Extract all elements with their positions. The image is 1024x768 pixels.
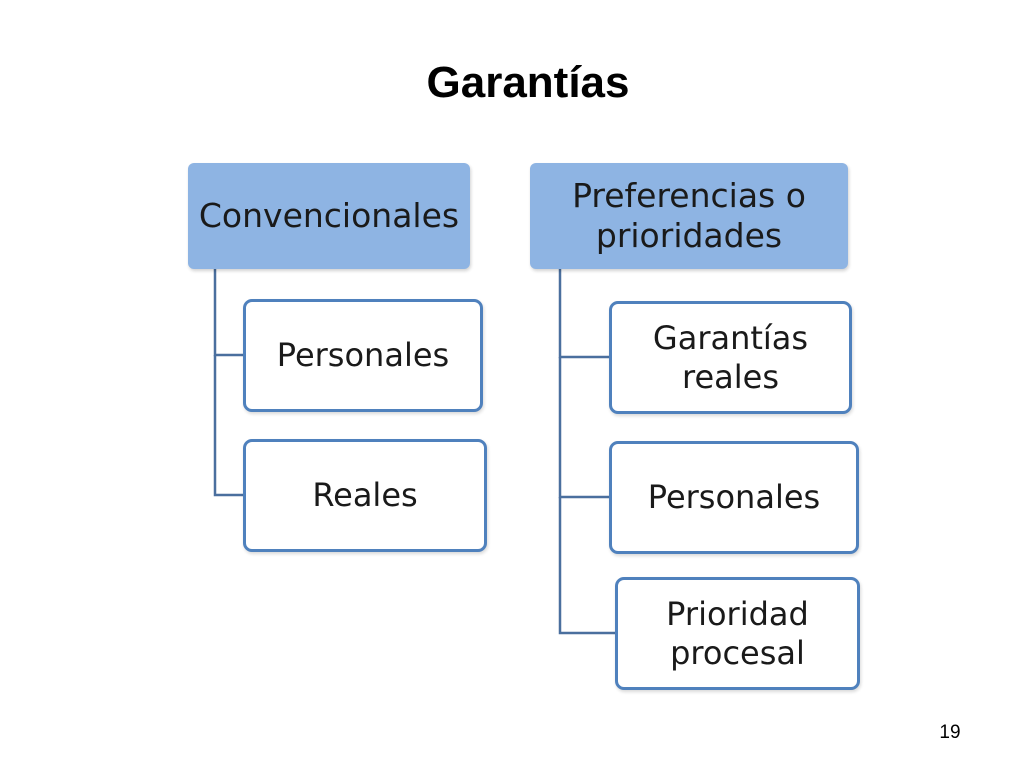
slide-title: Garantías [426, 58, 630, 107]
child-node-label: Garantías reales [652, 319, 809, 396]
group-header-label: Convencionales [198, 196, 460, 236]
child-node-label: Personales [647, 478, 821, 517]
connector-preferencias-prioridad-procesal [558, 497, 618, 635]
connector-convencionales-reales [213, 355, 245, 497]
child-node-label: Prioridad procesal [666, 595, 809, 672]
child-node-garantias-reales: Garantías reales [609, 301, 852, 414]
group-header-convencionales: Convencionales [188, 163, 470, 269]
page-number: 19 [939, 722, 961, 743]
child-node-personales-2: Personales [609, 441, 859, 554]
child-node-prioridad-procesal: Prioridad procesal [615, 577, 860, 690]
child-node-reales: Reales [243, 439, 487, 552]
connector-convencionales-personales [213, 268, 245, 357]
child-node-label: Personales [276, 336, 450, 375]
connector-preferencias-personales [558, 357, 612, 499]
group-header-label: Preferencias o prioridades [572, 176, 806, 255]
child-node-personales: Personales [243, 299, 483, 412]
group-header-preferencias: Preferencias o prioridades [530, 163, 848, 269]
connector-preferencias-garantias-reales [558, 268, 612, 359]
child-node-label: Reales [312, 476, 418, 515]
